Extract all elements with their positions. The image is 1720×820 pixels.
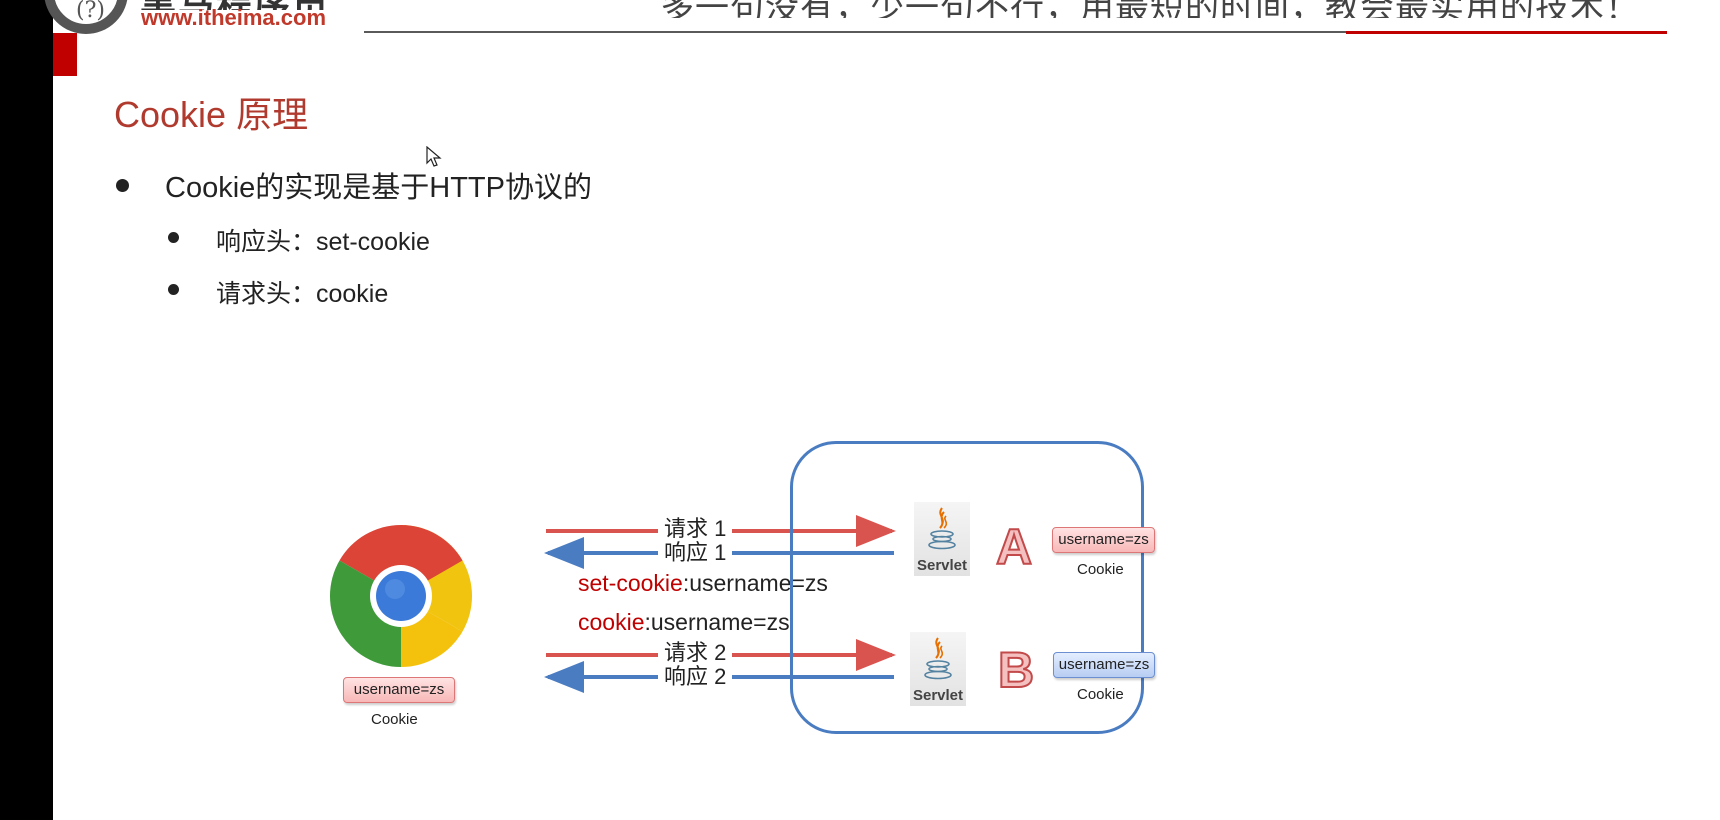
browser-cookie-tag: username=zs (343, 677, 455, 703)
sub-bullet-text: 响应头：set-cookie (216, 228, 430, 256)
cookie-value: :username=zs (644, 609, 790, 635)
server-container (790, 441, 1144, 734)
server-a-cookie-caption: Cookie (1077, 561, 1124, 578)
browser-cookie-caption: Cookie (371, 711, 418, 728)
request-2-label: 请求 2 (658, 642, 733, 664)
header-divider (364, 31, 1346, 33)
java-icon (928, 507, 956, 550)
slide-title: Cookie 原理 (114, 94, 309, 135)
sub-bullet-dot (168, 284, 179, 295)
header-slogan: 多一句没有，少一句不行，用最短的时间，教会最实用的技术！ (660, 0, 1640, 18)
server-b-letter: B (997, 641, 1035, 699)
sub-bullet-dot (168, 232, 179, 243)
response-1-label: 响应 1 (658, 542, 733, 564)
logo-brand: 黑马程序员 (140, 0, 330, 10)
cookie-header: cookie:username=zs (578, 610, 790, 634)
set-cookie-header: set-cookie:username=zs (578, 571, 828, 595)
response-2-label: 响应 2 (658, 666, 733, 688)
sub-bullet-text: 请求头：cookie (216, 280, 389, 308)
set-cookie-value: :username=zs (682, 570, 828, 596)
servlet-a: Servlet (914, 502, 970, 576)
server-b-cookie-tag: username=zs (1053, 652, 1155, 678)
servlet-b-label: Servlet (912, 687, 964, 704)
slide-canvas (53, 0, 1720, 820)
servlet-b: Servlet (910, 632, 966, 706)
logo-glyph: (?) (76, 0, 105, 23)
bullet-dot (116, 179, 129, 192)
slogan-clip: 多一句没有，少一句不行，用最短的时间，教会最实用的技术！ (660, 0, 1667, 18)
server-b-cookie-caption: Cookie (1077, 686, 1124, 703)
mouse-cursor-icon (426, 146, 442, 167)
servlet-a-label: Servlet (916, 557, 968, 574)
server-a-letter: A (995, 518, 1033, 576)
set-cookie-key: set-cookie (578, 570, 683, 596)
cookie-key: cookie (578, 609, 645, 635)
logo-brand-clip: 黑马程序员 (140, 0, 340, 10)
slide-side-tab (53, 33, 77, 76)
header-divider-accent (1346, 31, 1667, 34)
server-a-cookie-tag: username=zs (1052, 527, 1155, 553)
logo-url: www.itheima.com (141, 5, 327, 30)
chrome-icon (329, 524, 473, 667)
java-icon (924, 637, 952, 680)
request-1-label: 请求 1 (658, 518, 733, 540)
bullet-text: Cookie的实现是基于HTTP协议的 (165, 172, 592, 204)
